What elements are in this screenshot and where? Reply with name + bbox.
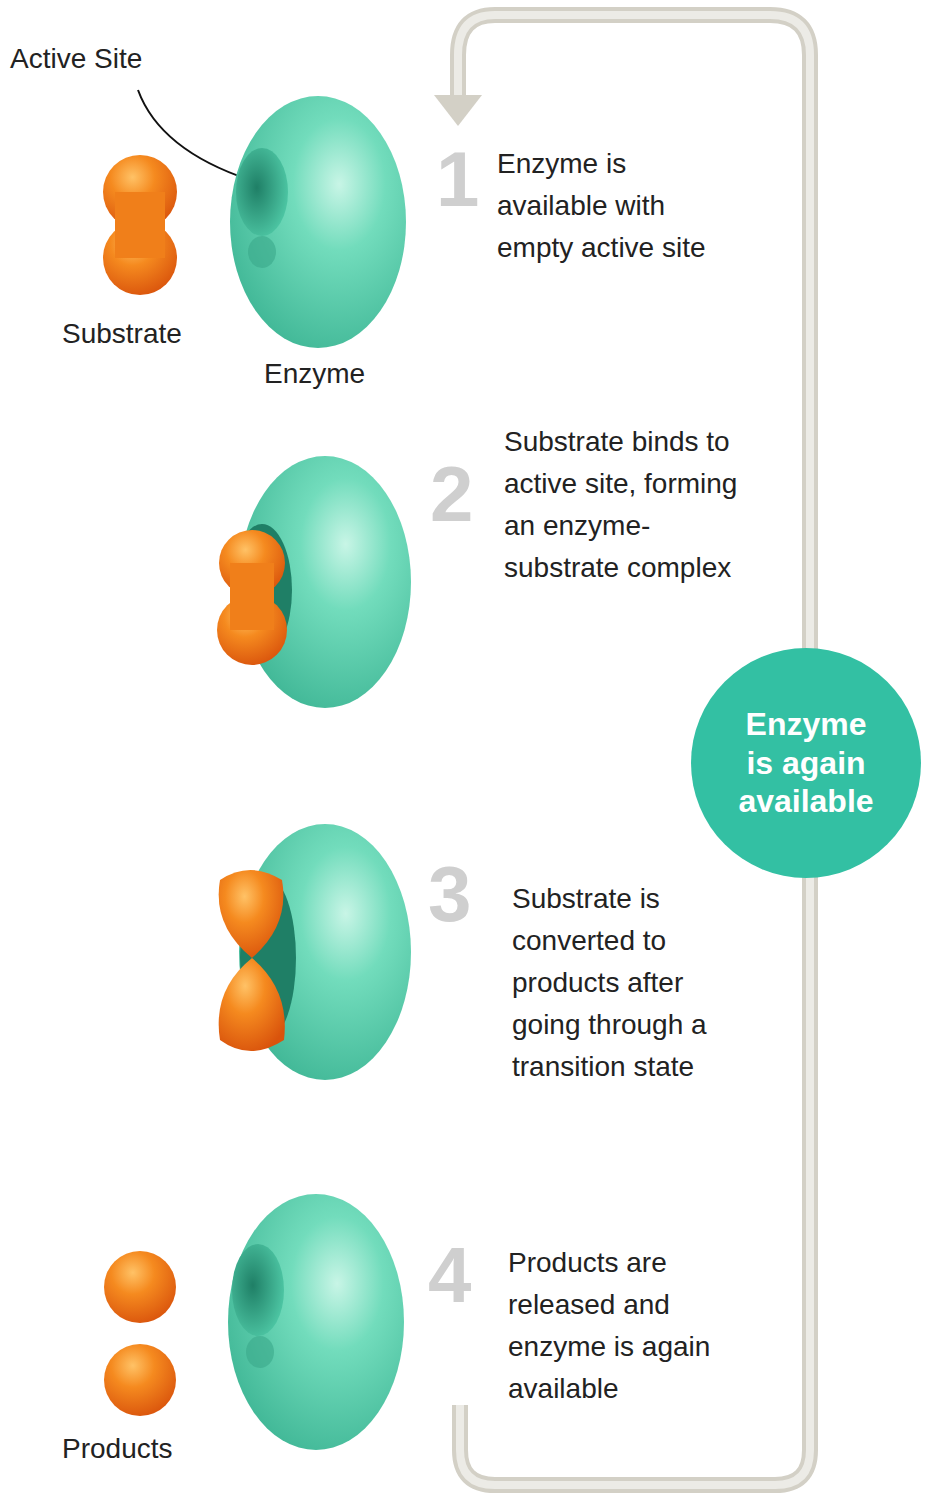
- status-circle: Enzyme is again available: [690, 647, 922, 879]
- substrate-3: [219, 870, 285, 1051]
- part-label: Active Site: [10, 38, 142, 80]
- part-label: Enzyme: [264, 353, 365, 395]
- step-number: 1: [436, 140, 479, 218]
- step-number: 2: [430, 455, 473, 533]
- step-number: 4: [428, 1236, 471, 1314]
- substrate-2: [217, 530, 287, 665]
- step-description: Substrate is converted to products after…: [512, 878, 722, 1088]
- part-label: Substrate: [62, 313, 182, 355]
- step-number: 3: [428, 855, 471, 933]
- cycle-arrowhead: [434, 95, 482, 126]
- enzyme-4: [228, 1194, 404, 1450]
- circle-fill: [691, 648, 921, 878]
- part-label: Products: [62, 1428, 173, 1470]
- step-description: Products are released and enzyme is agai…: [508, 1242, 748, 1410]
- substrate-1: [103, 155, 177, 295]
- step-description: Enzyme is available with empty active si…: [497, 143, 737, 269]
- enzyme-1: [230, 96, 406, 348]
- circle-text: Enzyme is again available: [731, 705, 881, 820]
- step-description: Substrate binds to active site, forming …: [504, 421, 744, 589]
- products: [104, 1251, 176, 1416]
